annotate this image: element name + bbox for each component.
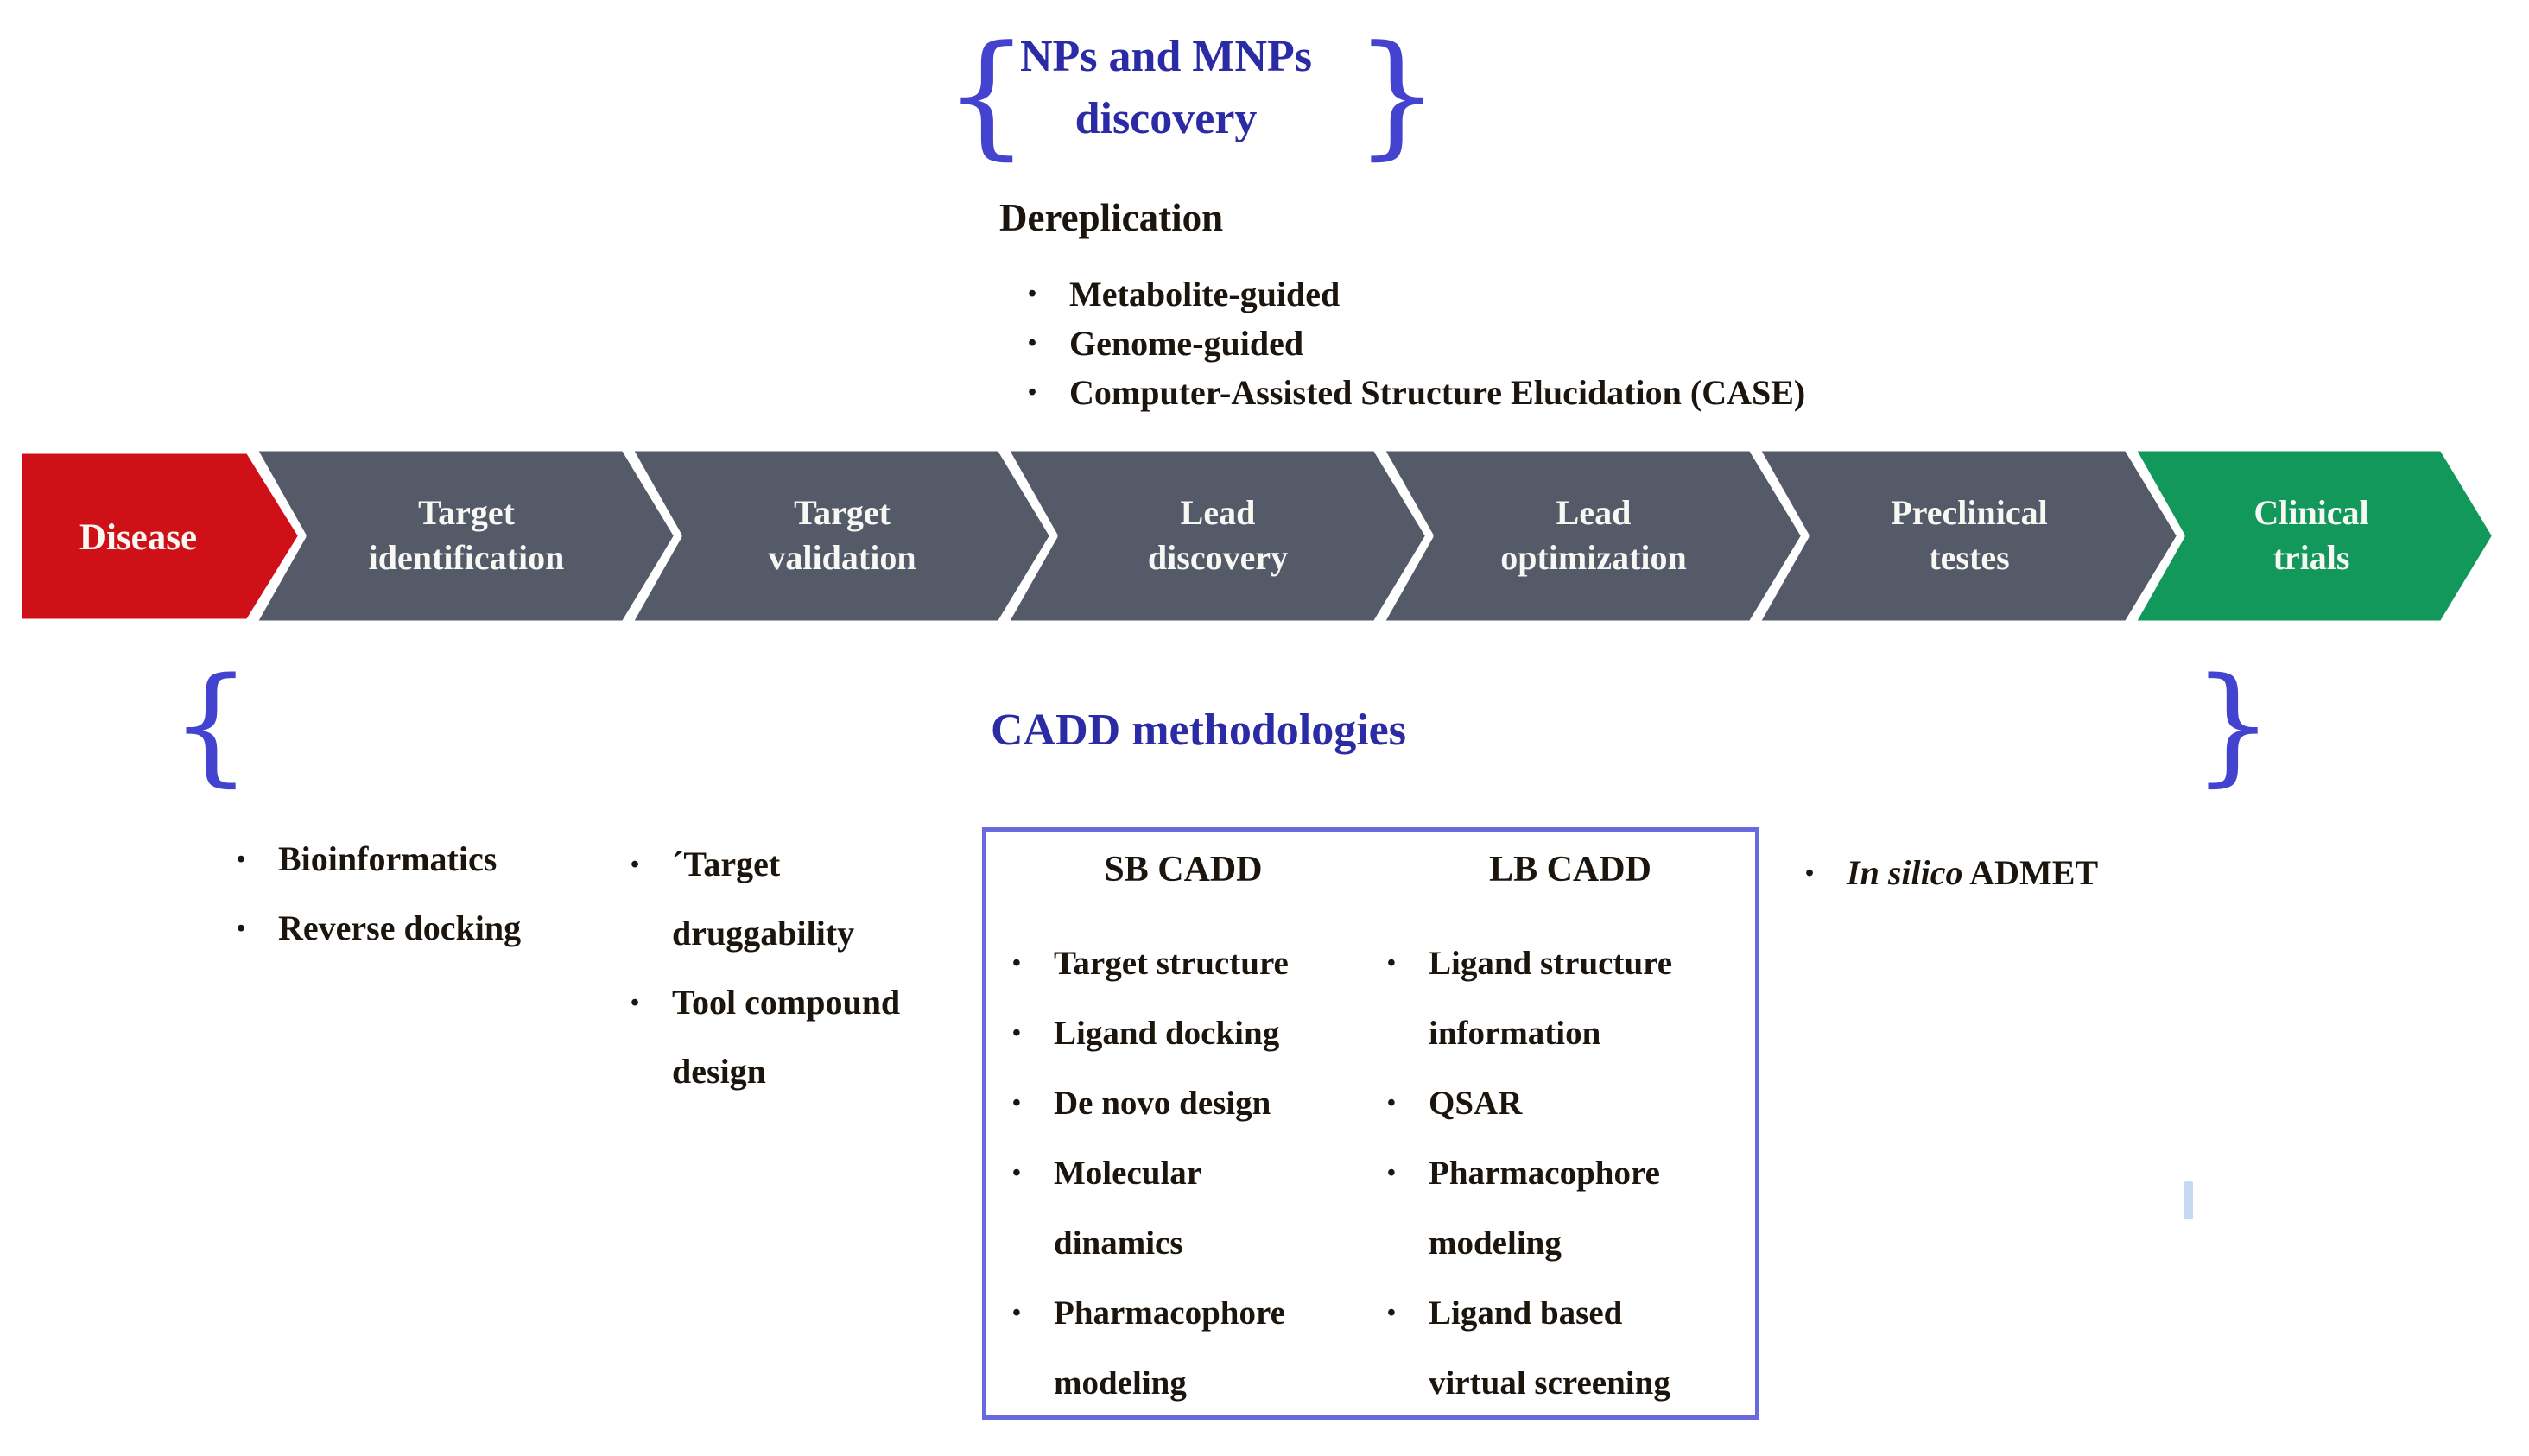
list-item: Genome-guided	[1026, 319, 2063, 368]
list-item: Pharmacophore modeling	[1011, 1278, 1373, 1418]
target-validation-methods-list: ´Target druggability Tool compound desig…	[629, 830, 1043, 1106]
list-item: Ligand docking	[1011, 998, 1373, 1068]
stage-shape-lead-optimization	[1375, 443, 1810, 629]
admet-italic-text: In silico	[1847, 853, 1963, 892]
list-item: Bioinformatics	[235, 825, 632, 894]
np-discovery-left-brace-icon: {	[944, 16, 1030, 173]
list-item: Target structure	[1011, 928, 1373, 998]
admet-rest-text: ADMET	[1962, 853, 2099, 892]
stage-label: Target	[418, 493, 516, 532]
dereplication-heading: Dereplication	[999, 196, 1224, 239]
stage-label: Target	[794, 493, 891, 532]
list-item: ´Target druggability	[629, 830, 1043, 968]
list-item: De novo design	[1011, 1068, 1373, 1138]
stage-label-disease: Disease	[79, 517, 197, 558]
list-item: Metabolite-guided	[1026, 269, 2063, 319]
pipeline-arrows: Disease Target identification Target val…	[14, 443, 2500, 629]
np-discovery-right-brace-icon: }	[1354, 16, 1440, 173]
stage-label: identification	[369, 538, 565, 577]
stage-label: discovery	[1148, 538, 1288, 577]
stage-shape-clinical-trials	[2127, 443, 2500, 629]
list-item: Ligand based virtual screening	[1385, 1278, 1748, 1418]
cadd-right-brace-icon: }	[2192, 650, 2274, 799]
stray-artifact-mark	[2184, 1181, 2193, 1219]
cadd-left-brace-icon: {	[170, 650, 252, 799]
list-item: Molecular dinamics	[1011, 1138, 1373, 1278]
stage-label: Lead	[1181, 493, 1256, 532]
list-item: Computer-Assisted Structure Elucidation …	[1026, 368, 2063, 417]
stage-label: optimization	[1500, 538, 1687, 577]
lb-cadd-list: Ligand structure information QSAR Pharma…	[1385, 928, 1748, 1418]
list-item: Tool compound design	[629, 968, 1043, 1106]
cadd-approaches-box: SB CADD LB CADD Target structure Ligand …	[982, 827, 1759, 1420]
stage-label: validation	[768, 538, 916, 577]
in-silico-admet-item: In silico ADMET	[1803, 851, 2098, 896]
list-item: Reverse docking	[235, 894, 632, 963]
stage-shape-preclinical-testes	[1751, 443, 2185, 629]
list-item: Ligand structure information	[1385, 928, 1748, 1068]
stage-label: testes	[1929, 538, 2009, 577]
stage-label: Clinical	[2253, 493, 2368, 532]
sb-cadd-list: Target structure Ligand docking De novo …	[1011, 928, 1373, 1418]
list-item: Pharmacophore modeling	[1385, 1138, 1748, 1278]
stage-shape-target-identification	[248, 443, 682, 629]
stage-label: Lead	[1556, 493, 1632, 532]
stage-shape-lead-discovery	[999, 443, 1434, 629]
stage-shape-target-validation	[624, 443, 1058, 629]
np-discovery-title: NPs and MNPs discovery	[1019, 32, 1313, 143]
sb-cadd-header: SB CADD	[1104, 850, 1263, 889]
cadd-methodologies-title: CADD methodologies	[991, 706, 1406, 755]
list-item: QSAR	[1385, 1068, 1748, 1138]
dereplication-list: Metabolite-guided Genome-guided Computer…	[1026, 269, 2063, 417]
target-identification-methods-list: Bioinformatics Reverse docking	[235, 825, 632, 963]
stage-label: trials	[2273, 538, 2350, 577]
stage-shape-disease	[14, 446, 307, 627]
lb-cadd-header: LB CADD	[1489, 850, 1651, 889]
stage-label: Preclinical	[1891, 493, 2047, 532]
